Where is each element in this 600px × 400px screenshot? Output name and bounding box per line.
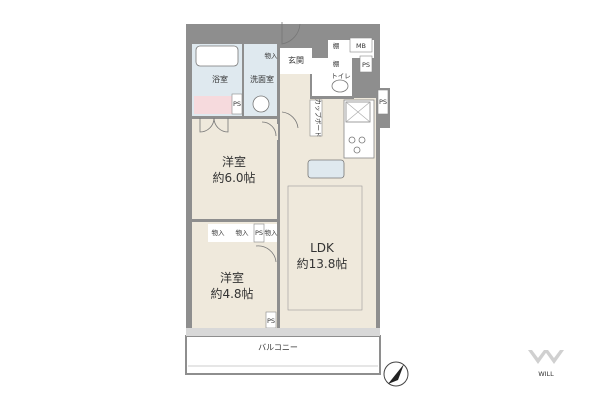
ps-box-1: [359, 55, 373, 73]
toilet-bowl: [331, 79, 349, 93]
logo-mark: [528, 350, 564, 364]
wall-bath-wash: [242, 44, 244, 116]
floor-pink-strip: [194, 96, 234, 114]
dining-area-outline: [287, 185, 363, 311]
label-ps-2: PS: [379, 98, 387, 106]
label-shelf1: 棚: [333, 41, 340, 50]
wall-w1-right: [277, 140, 280, 330]
ps-box-4: [253, 223, 265, 243]
balcony-floor: [185, 335, 381, 375]
label-western2-name: 洋室: [220, 270, 244, 285]
wall-toilet-bottom: [310, 96, 354, 99]
label-closet-w2b: 物入: [236, 228, 250, 237]
label-toilet: トイレ: [331, 72, 351, 80]
bathtub: [195, 45, 239, 67]
label-western2-size: 約4.8帖: [210, 286, 253, 301]
kitchen-sink: [307, 159, 345, 179]
label-ps-1: PS: [362, 61, 370, 69]
floor-western1: [192, 118, 278, 220]
label-entrance: 玄関: [288, 55, 304, 65]
stove-icon: [348, 136, 366, 154]
label-washroom: 洗面室: [250, 74, 274, 84]
ps-box-2: [377, 89, 389, 115]
label-shelf2: 棚: [333, 59, 340, 68]
label-ps-4: PS: [255, 229, 263, 237]
label-closet-wash: 物入: [265, 51, 279, 60]
washbasin: [252, 95, 270, 113]
logo-text: WILL: [538, 370, 554, 378]
label-closet-w2a: 物入: [212, 228, 226, 237]
wall-w1-bottom: [192, 219, 280, 222]
wall-wash-right: [277, 44, 280, 124]
label-bath: 浴室: [212, 74, 228, 84]
label-ldk-size: 約13.8帖: [297, 256, 348, 271]
label-closet-hall: 物入: [265, 228, 279, 237]
western2-door: [255, 245, 277, 263]
floor-entrance: [280, 48, 312, 74]
wall-bath-bottom: [192, 116, 278, 119]
western1-door: [199, 117, 277, 137]
label-ldk-name: LDK: [310, 241, 335, 255]
label-ps-5: PS: [267, 317, 275, 325]
mb-box: [349, 37, 373, 53]
label-ps-3: PS: [233, 100, 241, 108]
entrance-door: [281, 22, 301, 45]
hall-door: [281, 111, 299, 129]
label-western1-size: 約6.0帖: [212, 170, 255, 185]
compass-icon: [383, 361, 409, 387]
balcony-outline: [186, 328, 380, 336]
label-balcony: バルコニー: [258, 343, 298, 352]
ps-box-3: [231, 93, 243, 115]
label-cupboard: カップボード: [314, 99, 322, 138]
label-mb: MB: [356, 42, 366, 50]
cupboard-box: [309, 99, 323, 137]
label-western1-name: 洋室: [222, 154, 246, 169]
